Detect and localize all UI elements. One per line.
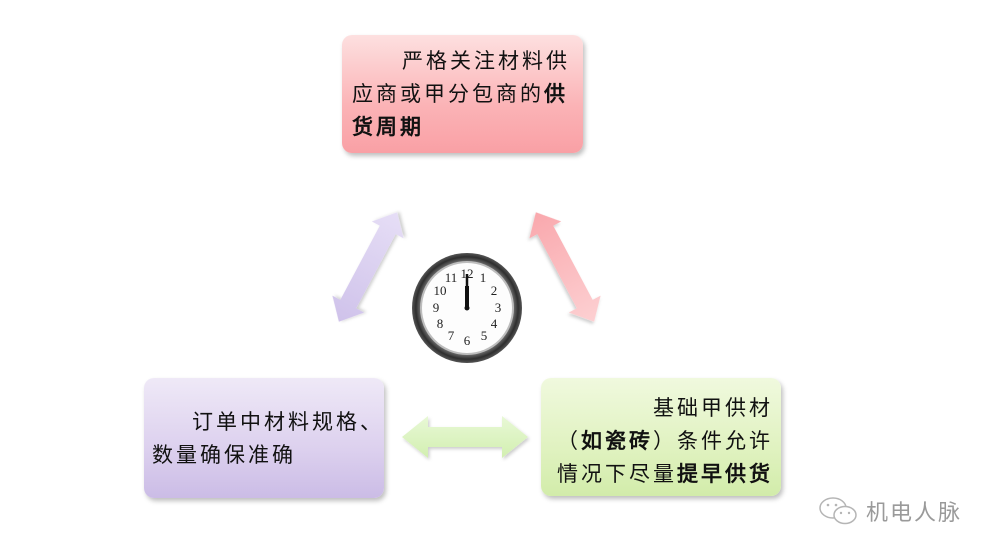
svg-text:11: 11	[445, 270, 458, 285]
double-arrow-icon-left-top	[332, 212, 404, 322]
watermark: 机电人脉	[818, 495, 962, 527]
watermark-text: 机电人脉	[866, 501, 963, 526]
svg-text:12: 12	[461, 266, 474, 281]
node-top-line-1: 严格关注材料供	[402, 49, 570, 73]
svg-text:1: 1	[480, 270, 487, 285]
node-top-line-2: 应商或甲分包商的供	[352, 82, 568, 106]
node-left-line-2: 数量确保准确	[152, 443, 296, 467]
svg-text:6: 6	[464, 333, 471, 348]
svg-text:3: 3	[495, 300, 502, 315]
node-top-line-3: 货周期	[352, 115, 424, 139]
node-left-line-1: 订单中材料规格、	[192, 410, 384, 434]
node-right-line-1: 基础甲供材	[653, 396, 773, 420]
svg-text:7: 7	[448, 328, 455, 343]
svg-text:2: 2	[491, 283, 498, 298]
node-right-line-3: 情况下尽量提早供货	[557, 462, 773, 486]
svg-text:5: 5	[481, 328, 488, 343]
svg-text:9: 9	[433, 300, 440, 315]
svg-text:10: 10	[434, 283, 447, 298]
node-supply-cycle: 严格关注材料供 应商或甲分包商的供 货周期	[342, 35, 583, 153]
svg-text:4: 4	[491, 316, 498, 331]
node-order-spec: 订单中材料规格、 数量确保准确	[144, 378, 384, 498]
double-arrow-icon-top-right	[529, 212, 601, 322]
wechat-icon	[819, 497, 857, 525]
clock-icon: 12 1 2 3 4 5 6 7 8 9 10 11	[412, 253, 522, 363]
node-early-supply: 基础甲供材 （如瓷砖）条件允许 情况下尽量提早供货	[541, 378, 781, 496]
double-arrow-icon-left-right	[402, 416, 528, 458]
svg-text:8: 8	[437, 316, 444, 331]
node-right-line-2: （如瓷砖）条件允许	[557, 429, 773, 453]
